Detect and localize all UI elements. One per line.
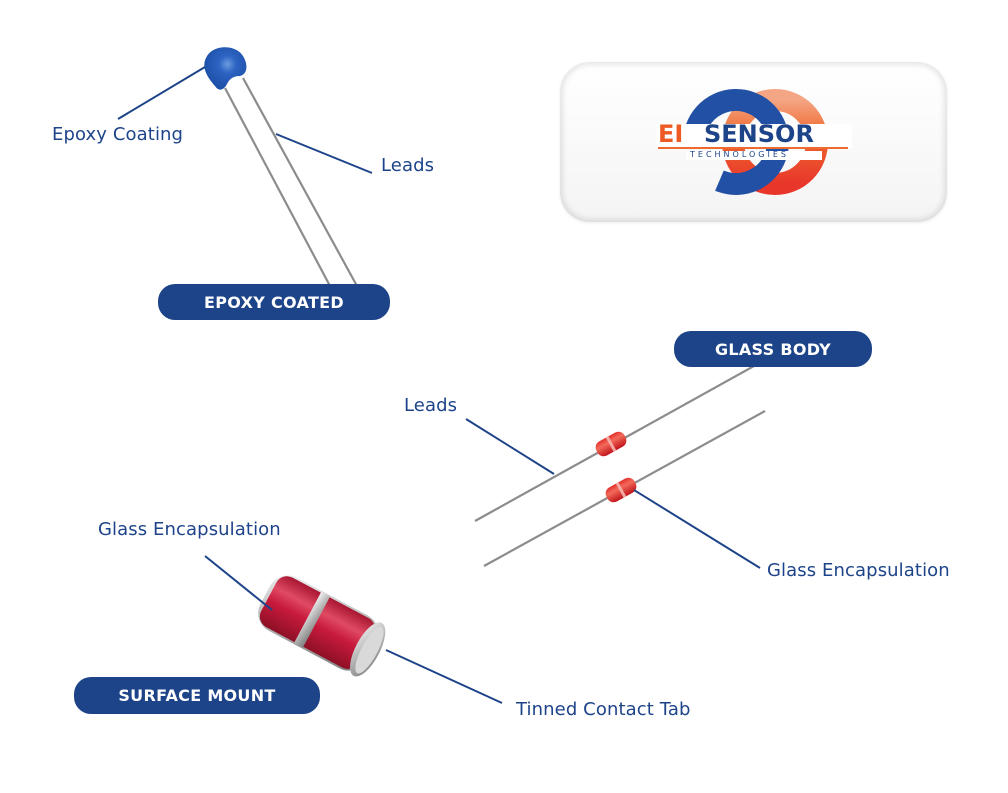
callout-smd-tinned-contact-tab: Tinned Contact Tab: [516, 699, 691, 720]
glass-thermistor-upper: [474, 365, 755, 522]
epoxy-lead-left: [224, 87, 331, 287]
callout-line-glass-leads: [465, 418, 555, 475]
epoxy-bead: [204, 47, 247, 90]
callout-smd-glass-encapsulation: Glass Encapsulation: [98, 519, 281, 540]
surface-mount-thermistor: [258, 575, 386, 677]
badge-epoxy-coated: EPOXY COATED: [158, 284, 390, 320]
callout-line-epoxy-leads: [275, 133, 373, 174]
callout-line-epoxy-coating: [117, 66, 206, 120]
logo-sensor: SENSOR: [704, 120, 814, 148]
epoxy-thermistor: [204, 47, 358, 287]
brand-logo-rings: [656, 88, 852, 195]
callout-line-glass-encapsulation: [633, 489, 761, 569]
epoxy-lead-right: [242, 77, 358, 287]
badge-glass-body: GLASS BODY: [674, 331, 872, 367]
callout-line-smd-glass: [204, 555, 273, 611]
callout-epoxy-leads: Leads: [381, 155, 435, 176]
glass-thermistor-lower: [483, 410, 766, 567]
logo-ei: EI: [658, 120, 684, 148]
callout-glass-leads: Leads: [404, 395, 458, 416]
badge-surface-mount: SURFACE MOUNT: [74, 677, 320, 714]
callout-glass-encapsulation: Glass Encapsulation: [767, 560, 950, 581]
brand-logo-card: EI SENSOR TECHNOLOGIES: [560, 62, 947, 222]
logo-tagline: TECHNOLOGIES: [690, 150, 789, 159]
callout-epoxy-coating: Epoxy Coating: [52, 124, 184, 145]
callout-line-smd-tab: [385, 649, 503, 704]
